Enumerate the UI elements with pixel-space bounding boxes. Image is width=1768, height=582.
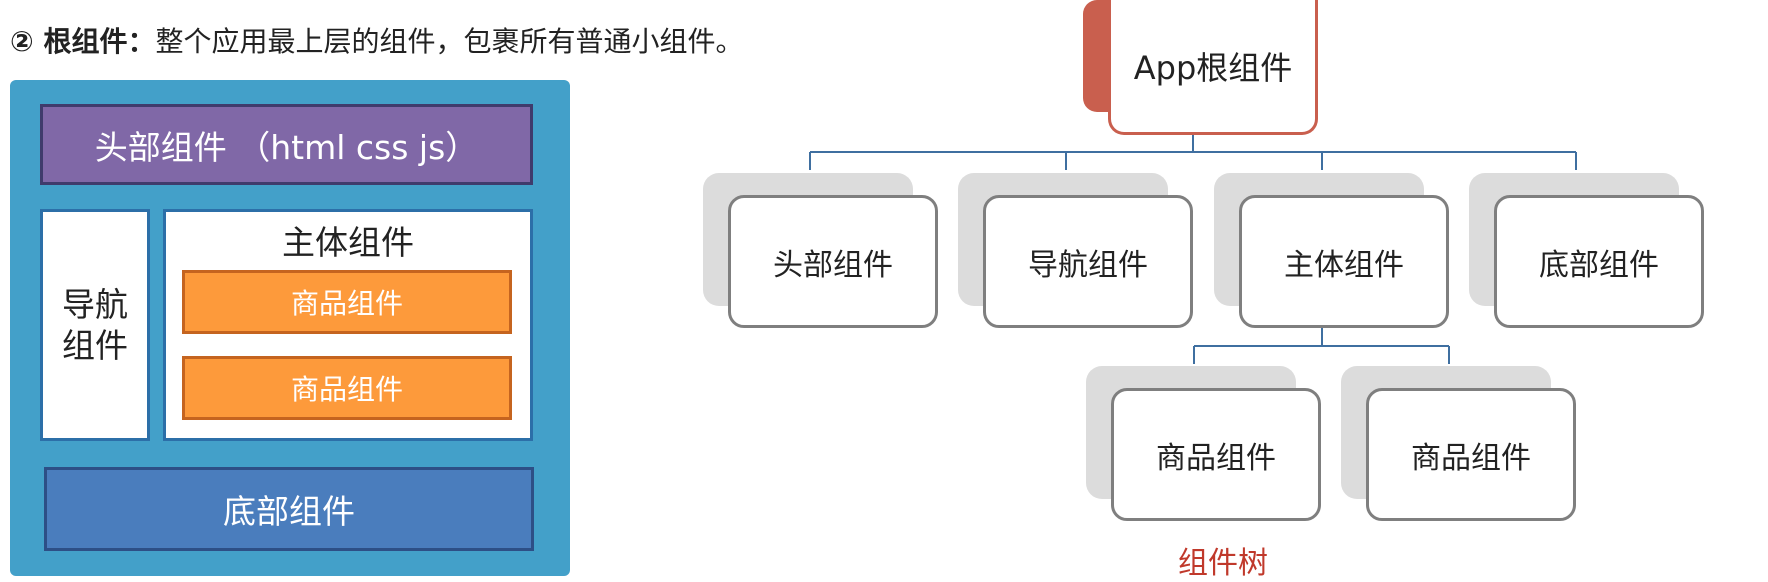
nav-component-box: 导航组件 [40,209,150,441]
tree-root-node: App根组件 [1108,0,1318,135]
page-heading: ② 根组件：整个应用最上层的组件，包裹所有普通小组件。 [10,20,743,60]
tree-node-goods: 商品组件 [1366,388,1576,521]
tree-node-header: 头部组件 [728,195,938,328]
tree-node-main: 主体组件 [1239,195,1449,328]
main-component-title: 主体组件 [282,223,414,262]
tree-node-nav: 导航组件 [983,195,1193,328]
goods-component-box: 商品组件 [182,356,512,420]
header-component-box: 头部组件 （html css js） [40,104,533,185]
heading-prefix: ② 根组件： [10,25,156,58]
goods-component-box: 商品组件 [182,270,512,334]
tree-node-footer: 底部组件 [1494,195,1704,328]
tree-caption: 组件树 [1178,546,1268,581]
heading-text: 整个应用最上层的组件，包裹所有普通小组件。 [155,25,744,58]
footer-component-box: 底部组件 [44,467,534,551]
tree-node-goods: 商品组件 [1111,388,1321,521]
